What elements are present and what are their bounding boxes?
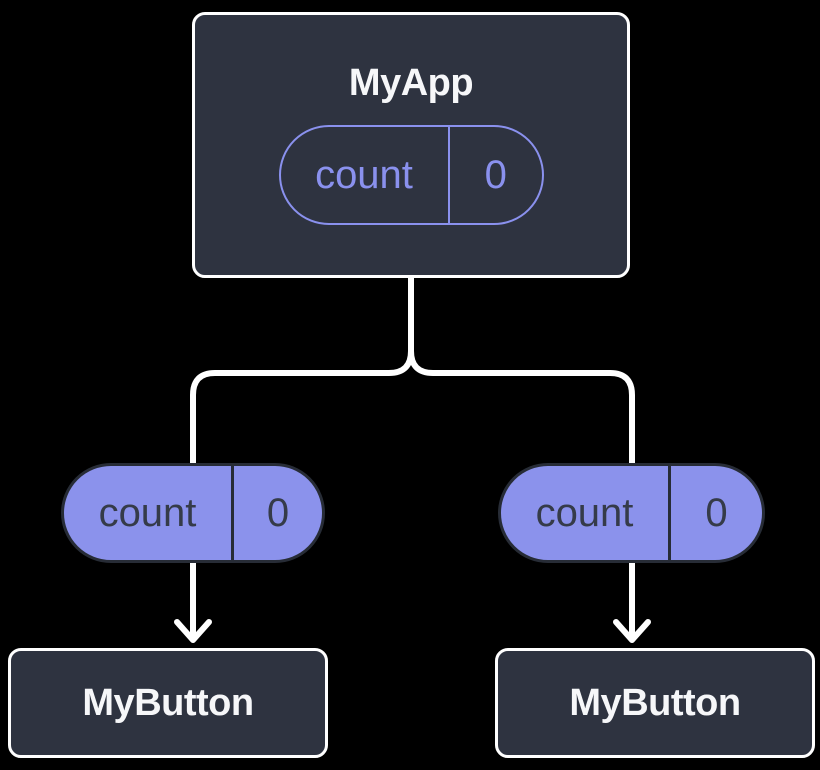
child-node-title: MyButton bbox=[569, 682, 741, 724]
child-node-title: MyButton bbox=[82, 682, 254, 724]
pill-divider bbox=[668, 466, 671, 560]
pill-divider bbox=[447, 127, 450, 223]
prop-pill-value: 0 bbox=[266, 491, 290, 535]
prop-pill-value: 0 bbox=[705, 491, 728, 535]
root-node-title: MyApp bbox=[348, 62, 474, 104]
node-child-mybutton-left: MyButton bbox=[8, 648, 328, 758]
state-pill-value: 0 bbox=[484, 153, 507, 197]
state-pill-name: count bbox=[315, 153, 413, 197]
node-child-mybutton-right: MyButton bbox=[495, 648, 815, 758]
connector-branch-left bbox=[190, 278, 414, 464]
node-root-myapp: MyApp count 0 bbox=[192, 12, 630, 278]
pill-divider bbox=[231, 466, 234, 560]
arrow-down-right-icon bbox=[613, 563, 651, 643]
prop-pill-right: count 0 bbox=[498, 463, 765, 563]
connector-branch-right bbox=[408, 278, 635, 464]
prop-pill-left: count 0 bbox=[61, 463, 325, 563]
root-state-pill: count 0 bbox=[278, 125, 544, 225]
prop-pill-name: count bbox=[98, 491, 197, 535]
prop-pill-name: count bbox=[535, 491, 634, 535]
arrow-down-left-icon bbox=[174, 563, 212, 643]
